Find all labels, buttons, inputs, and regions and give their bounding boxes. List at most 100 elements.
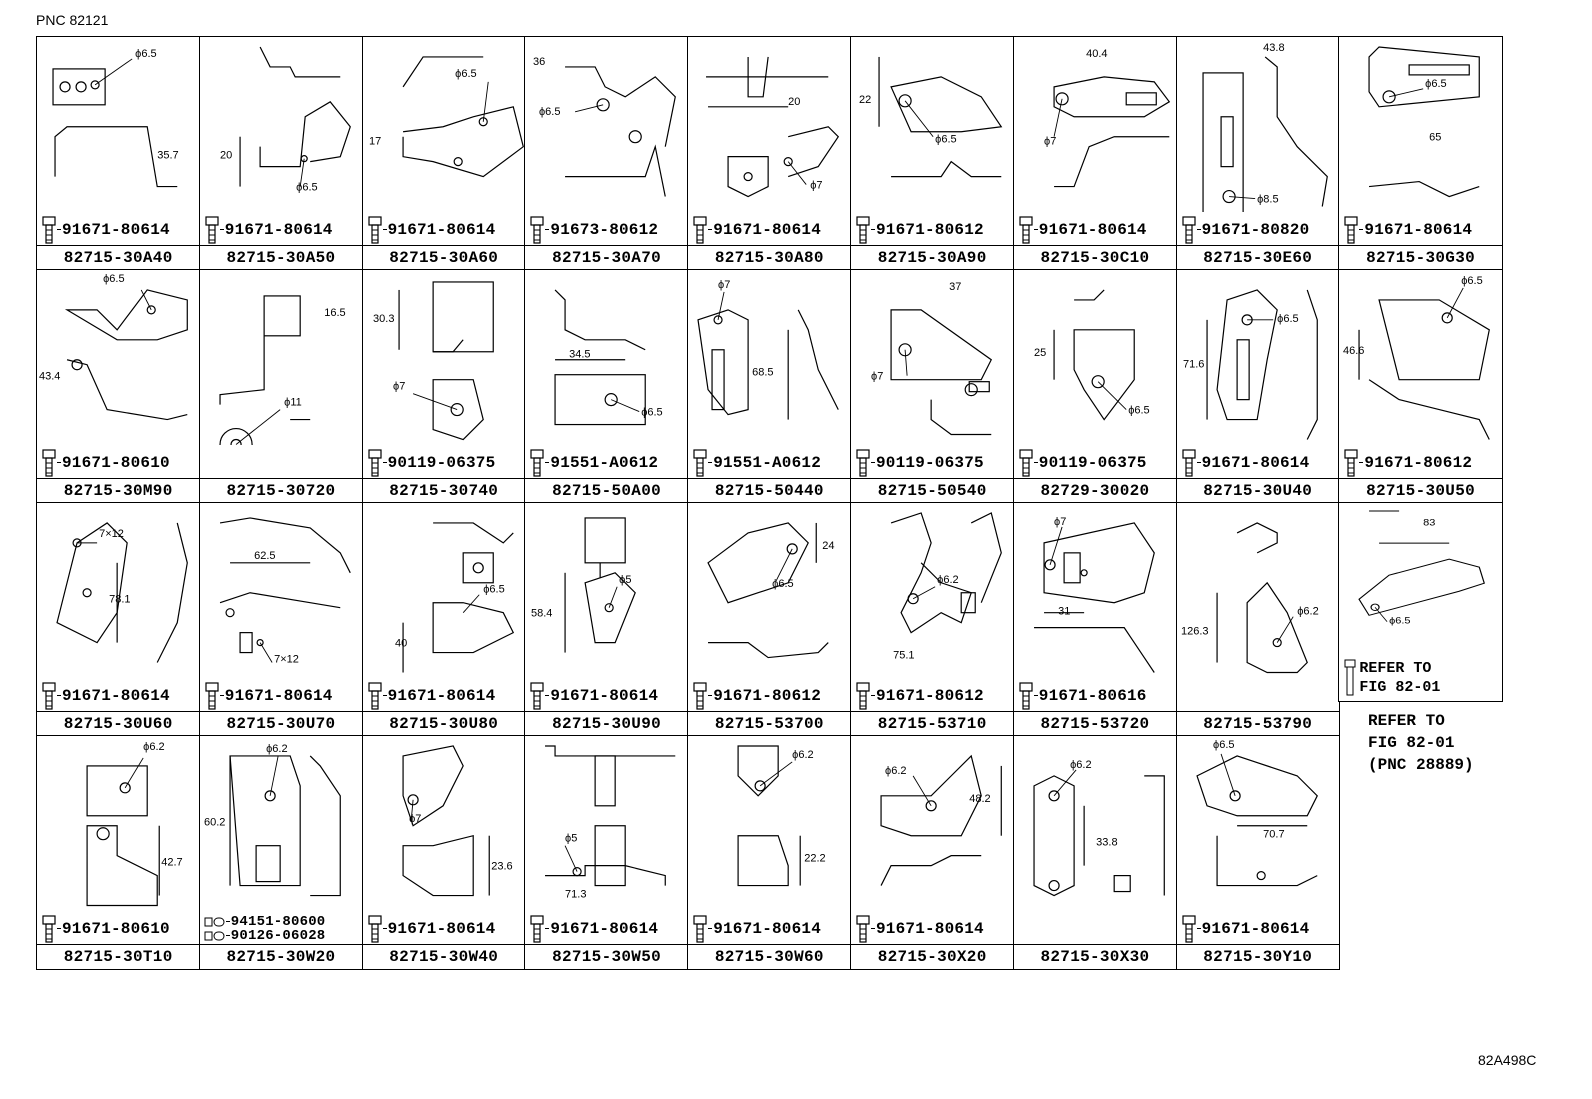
- fastener-part-number[interactable]: 91671-80614: [1364, 220, 1473, 239]
- assembly-part-number[interactable]: 82715-30U70: [199, 710, 363, 736]
- fastener-part-number[interactable]: 91671-80612: [1364, 453, 1473, 472]
- assembly-part-number[interactable]: 82715-30U80: [362, 710, 525, 736]
- assembly-part-number[interactable]: 82715-30M90: [37, 477, 200, 503]
- assembly-part-number[interactable]: 82715-30X20: [851, 943, 1014, 969]
- assembly-part-number[interactable]: 82715-53790: [1176, 710, 1339, 736]
- fastener-part-number[interactable]: 91671-80614: [713, 220, 822, 239]
- fastener-part-number[interactable]: 90119-06375: [387, 453, 496, 472]
- drawing-line: [596, 98, 611, 112]
- part-drawing: 62.57×12: [219, 517, 351, 666]
- fastener-part-number[interactable]: 91673-80612: [550, 220, 659, 239]
- assembly-part-number[interactable]: 82715-30740: [362, 477, 525, 503]
- drawing-line: [1264, 56, 1328, 207]
- fastener-part-number[interactable]: 90119-06375: [876, 453, 984, 472]
- fastener-part-number[interactable]: 91671-80614: [1038, 220, 1147, 239]
- dimension-label: 24: [822, 540, 834, 552]
- dimension-label: ϕ6.5: [1426, 78, 1447, 90]
- leader-line: [235, 409, 281, 445]
- dimension-label: ϕ6.5: [1462, 275, 1483, 287]
- assembly-part-number[interactable]: 82715-30X30: [1013, 943, 1177, 969]
- fastener-part-number[interactable]: 91671-80614: [62, 686, 170, 705]
- fastener-part-number[interactable]: 91671-80614: [387, 919, 496, 938]
- assembly-part-number[interactable]: 82715-50540: [851, 477, 1014, 503]
- fastener-part-number[interactable]: 91671-80820: [1201, 220, 1310, 239]
- leader-line: [1276, 616, 1294, 643]
- fastener-part-number[interactable]: 91671-80614: [62, 220, 170, 239]
- bolt-icon: [42, 215, 56, 244]
- fastener-row: 91671-80612: [855, 215, 984, 244]
- drawing-line: [545, 865, 667, 886]
- assembly-part-number[interactable]: 82715-50A00: [525, 477, 688, 503]
- fastener-part-number[interactable]: 91671-80614: [876, 919, 984, 938]
- assembly-part-number[interactable]: 82715-30E60: [1176, 244, 1339, 270]
- drawing-line: [54, 126, 178, 188]
- assembly-part-number[interactable]: 82729-30020: [1013, 477, 1177, 503]
- assembly-part-number[interactable]: 82715-53710: [851, 710, 1014, 736]
- fastener-part-number[interactable]: 91671-80614: [224, 220, 333, 239]
- drawing-line: [52, 68, 106, 106]
- assembly-part-number[interactable]: 82715-30U40: [1176, 477, 1339, 503]
- assembly-part-number[interactable]: 82715-30Y10: [1176, 943, 1339, 969]
- assembly-part-number[interactable]: 82715-53720: [1013, 710, 1177, 736]
- assembly-part-number[interactable]: 82715-50440: [688, 477, 851, 503]
- fastener-part-number[interactable]: 91551-A0612: [713, 453, 822, 472]
- dimension-label: ϕ7: [1044, 136, 1056, 148]
- assembly-part-number[interactable]: 82715-30C10: [1013, 244, 1177, 270]
- assembly-part-number[interactable]: 82715-30720: [199, 477, 363, 503]
- dimension-label: ϕ7: [871, 371, 883, 383]
- assembly-part-number[interactable]: 82715-30U90: [525, 710, 688, 736]
- fastener-part-number[interactable]: 91671-80612: [876, 686, 984, 705]
- fastener-part-number[interactable]: 91671-80612: [713, 686, 822, 705]
- fastener-part-number[interactable]: 94151-80600: [230, 913, 326, 930]
- fastener-part-number[interactable]: 91671-80614: [713, 919, 822, 938]
- fastener-part-number[interactable]: 91671-80610: [62, 453, 170, 472]
- leader-line: [788, 161, 807, 185]
- part-drawing: ϕ6.543.4: [39, 273, 188, 421]
- fastener-part-number[interactable]: 91671-80614: [387, 220, 496, 239]
- nut-icon: [204, 931, 225, 940]
- dimension-label: ϕ6.5: [483, 584, 504, 596]
- leader-line: [462, 594, 480, 613]
- assembly-part-number[interactable]: 82715-30A90: [851, 244, 1014, 270]
- assembly-part-number[interactable]: 82715-30A60: [362, 244, 525, 270]
- assembly-part-number[interactable]: 82715-30A40: [37, 244, 200, 270]
- dimension-label: 35.7: [157, 150, 178, 162]
- dimension-label: 7×12: [99, 528, 124, 540]
- leader-line: [1097, 381, 1127, 410]
- fastener-part-number[interactable]: 90126-06028: [230, 927, 326, 944]
- assembly-part-number[interactable]: 82715-30W60: [688, 943, 851, 969]
- assembly-part-number[interactable]: 82715-30W40: [362, 943, 525, 969]
- fastener-part-number[interactable]: 91671-80614: [1201, 919, 1310, 938]
- assembly-part-number[interactable]: 82715-30W20: [199, 943, 363, 969]
- fastener-part-number[interactable]: 91551-A0612: [550, 453, 659, 472]
- fastener-part-number[interactable]: 91671-80614: [387, 686, 496, 705]
- assembly-part-number[interactable]: 82715-30A70: [525, 244, 688, 270]
- assembly-part-number[interactable]: 82715-30U60: [37, 710, 200, 736]
- fastener-part-number[interactable]: 91671-80612: [876, 220, 984, 239]
- fastener-part-number[interactable]: 90119-06375: [1038, 453, 1147, 472]
- fastener-part-number[interactable]: 91671-80614: [1201, 453, 1310, 472]
- leader-line: [140, 289, 152, 311]
- fastener-part-number[interactable]: 91671-80614: [550, 919, 659, 938]
- fastener-part-number[interactable]: 91671-80610: [62, 919, 170, 938]
- drawing-line: [1044, 559, 1056, 571]
- fastener-part-number[interactable]: 91671-80616: [1038, 686, 1147, 705]
- drawing-line: [1236, 522, 1278, 554]
- assembly-part-number[interactable]: 82715-30G30: [1339, 244, 1502, 270]
- assembly-part-number[interactable]: 82715-30U50: [1339, 477, 1502, 503]
- assembly-part-number[interactable]: 82715-30A50: [199, 244, 363, 270]
- fastener-row: 90119-06375: [1018, 448, 1147, 477]
- assembly-part-number[interactable]: 82715-30T10: [37, 943, 200, 969]
- fastener-part-number[interactable]: 91671-80614: [224, 686, 333, 705]
- assembly-part-number[interactable]: 82715-30W50: [525, 943, 688, 969]
- drawing-line: [64, 289, 188, 341]
- fastener-part-number[interactable]: 91671-80614: [550, 686, 659, 705]
- part-drawing: ϕ6.540: [395, 522, 514, 673]
- assembly-part-number[interactable]: 82715-53700: [688, 710, 851, 736]
- assembly-part-number[interactable]: 82715-30A80: [688, 244, 851, 270]
